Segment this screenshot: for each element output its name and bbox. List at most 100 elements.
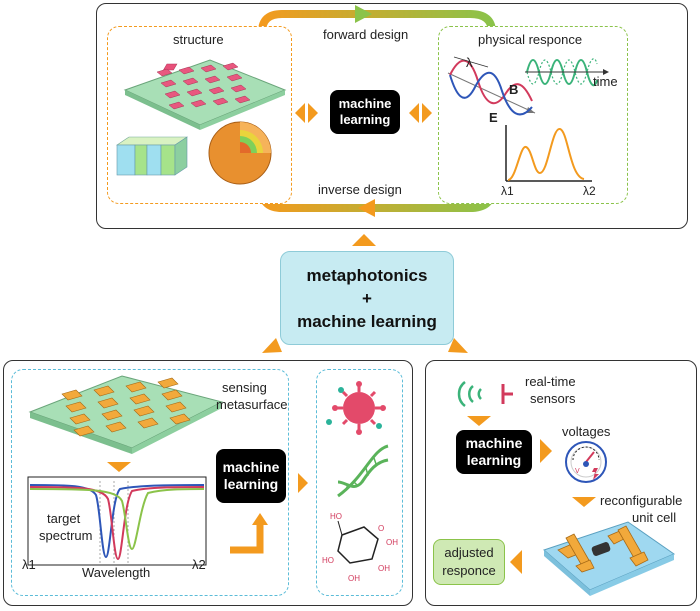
meta-pad-pink (212, 97, 229, 106)
br-ml-line1: machine (465, 434, 523, 451)
physical-response-label: physical responce (478, 32, 583, 47)
meta-pad-pink (204, 75, 221, 84)
center-title-box: metaphotonics + machine learning (280, 251, 454, 345)
em-wave-icon (447, 56, 536, 116)
br-ml-line2: learning (466, 452, 522, 468)
lambda-label: λ (466, 55, 473, 70)
b-field-label: B (509, 82, 519, 97)
br-down-arrow (467, 416, 491, 426)
svg-text:O: O (378, 524, 384, 533)
virus-icon (326, 381, 386, 435)
sensing-metasurface-icon (28, 375, 224, 454)
target-spectrum-plot (27, 476, 207, 566)
meta-pad-gold (105, 421, 127, 433)
target-label-2: spectrum (39, 528, 93, 543)
e-field-label: E (489, 110, 498, 125)
meta-pad-pink (160, 79, 177, 88)
targets-box (316, 369, 403, 596)
meta-pad-gold (161, 389, 183, 401)
meta-pad-pink (226, 73, 243, 82)
center-line2: + (362, 288, 372, 308)
ml-line1: machine (338, 95, 392, 111)
meta-pad-gold (133, 405, 155, 417)
svg-text:V: V (575, 468, 580, 475)
meta-pad-pink (230, 84, 247, 93)
meta-pad-gold (129, 393, 151, 405)
meta-pad-gold (69, 413, 91, 425)
svg-text:OH: OH (378, 564, 390, 573)
sensing-box (11, 369, 289, 596)
time-signal-icon (525, 58, 609, 87)
meta-pad-gold (137, 417, 159, 429)
meta-pad-gold (65, 401, 87, 413)
meta-pad-gold (61, 389, 83, 401)
lambda1-label: λ1 (501, 184, 514, 198)
meta-pad-gold (93, 385, 115, 397)
voltages-label: voltages (562, 424, 611, 439)
meta-pad-pink (156, 68, 173, 77)
center-line3: machine learning (297, 311, 437, 331)
reconf-label-1: reconfigurable (600, 493, 683, 508)
inverse-arrowhead (358, 199, 375, 217)
br-left-arrow (510, 550, 522, 574)
center-line1: metaphotonics (306, 265, 428, 285)
bl-ml-line2: learning (223, 476, 279, 492)
center-up-arrow (352, 234, 376, 246)
bl-lambda2-label: λ2 (192, 557, 206, 572)
bl-arrows (230, 473, 308, 554)
dna-icon (337, 444, 389, 498)
meta-pad-gold (125, 381, 147, 393)
meta-pad-pink (164, 90, 181, 99)
lambda2-label: λ2 (583, 184, 596, 198)
adjusted-label-2: responce (442, 563, 496, 578)
adjusted-response-box: adjusted responce (433, 539, 505, 585)
metasurface-plate-icon (123, 59, 287, 130)
forward-arrowhead (355, 5, 372, 23)
meta-pad-pink (168, 101, 185, 110)
physical-response-box (438, 26, 628, 204)
br-right-arrow (540, 439, 552, 463)
meta-pad-gold (165, 401, 187, 413)
inverse-design-label: inverse design (318, 182, 402, 197)
meta-pad-gold (157, 377, 179, 389)
meta-pad-gold (101, 409, 123, 421)
realtime-label-2: sensors (530, 391, 576, 406)
ml-line2: learning (339, 112, 391, 127)
forward-design-label: forward design (323, 27, 409, 42)
ml-side-arrows (295, 103, 432, 123)
meta-pad-pink (208, 86, 225, 95)
meta-pad-gold (169, 413, 191, 425)
adjusted-label-1: adjusted (444, 545, 494, 560)
time-label: time (593, 74, 618, 89)
core-shell-sphere-icon (208, 121, 272, 185)
svg-text:OH: OH (348, 574, 360, 583)
meta-pad-pink (178, 66, 195, 75)
sensing-label-2: metasurface (216, 397, 288, 412)
target-label-1: target (47, 511, 81, 526)
svg-text:HO: HO (330, 512, 342, 521)
sensor-wave-icon (457, 381, 513, 407)
meta-pad-gold (97, 397, 119, 409)
meta-pad-pink (222, 62, 239, 71)
structure-label: structure (173, 32, 224, 47)
bl-ml-line1: machine (222, 458, 280, 475)
bl-lambda1-label: λ1 (22, 557, 36, 572)
layered-block-icon (116, 136, 188, 176)
meta-pad-pink (190, 99, 207, 108)
voltage-gauge-icon: V (565, 441, 607, 483)
br-down-arrow-2 (572, 497, 596, 507)
realtime-label-1: real-time (525, 374, 576, 389)
meta-pad-pink (186, 88, 203, 97)
meta-pad-pink (182, 77, 199, 86)
reconf-label-2: unit cell (632, 510, 677, 525)
meta-pad-gold (73, 425, 95, 437)
response-spectrum-icon (505, 125, 592, 182)
down-arrow-1 (107, 462, 131, 472)
meta-pad-pink (200, 64, 217, 73)
sensing-label-1: sensing (222, 380, 267, 395)
